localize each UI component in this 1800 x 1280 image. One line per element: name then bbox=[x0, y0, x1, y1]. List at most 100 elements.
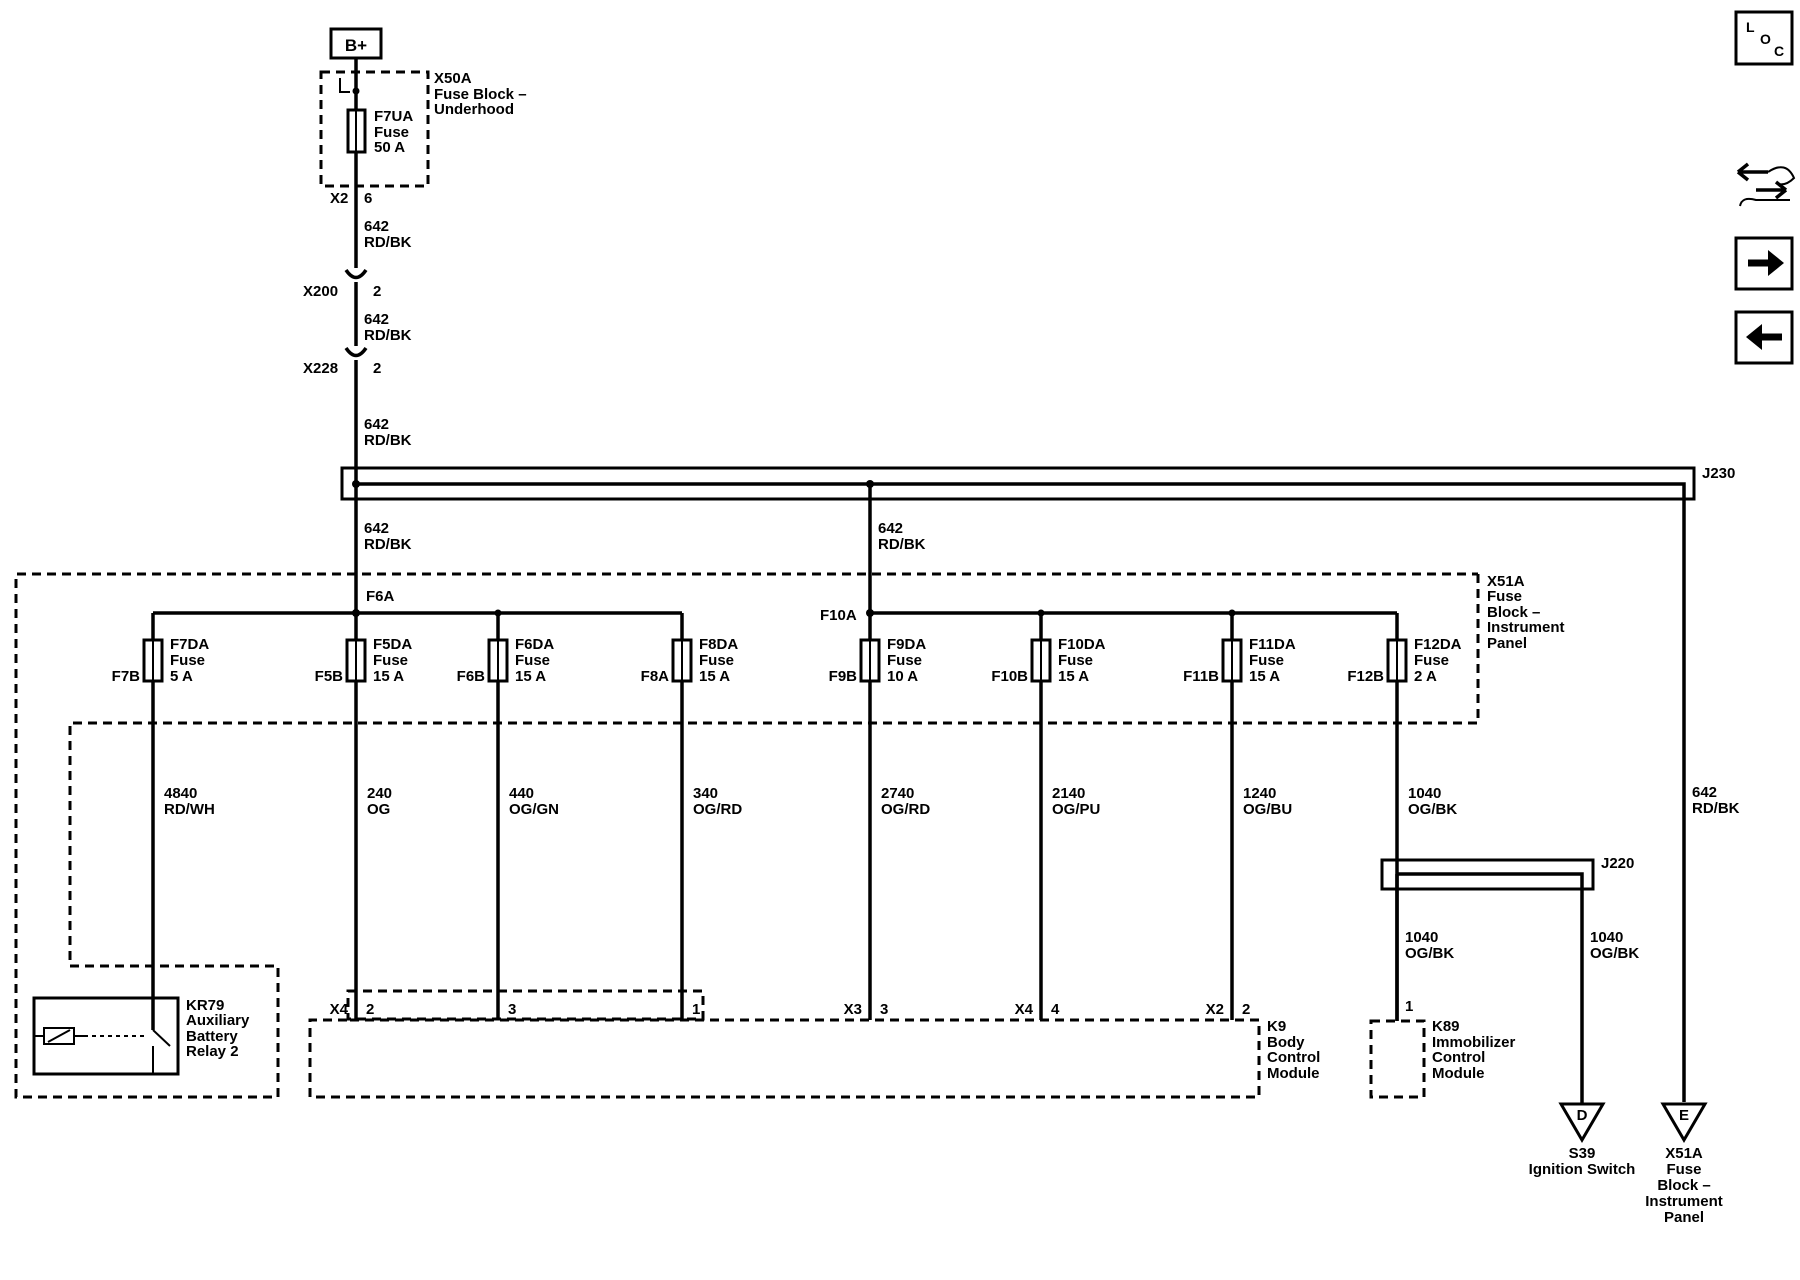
immobilizer-ref: K89 bbox=[1432, 1018, 1460, 1035]
bcm-pin-connector: X3 bbox=[844, 1001, 862, 1018]
j220-wire-2-color: OG/BK bbox=[1590, 945, 1639, 962]
trunk-wire-3-color: RD/BK bbox=[364, 432, 412, 449]
wire-circuit-number: 240 bbox=[367, 785, 392, 802]
fuse-output-terminal: F7B bbox=[112, 668, 141, 685]
fuse-label-line: Fuse bbox=[170, 652, 205, 669]
fuse-label-line: 10 A bbox=[887, 668, 918, 685]
splice-j220: J220 1040 OG/BK 1040 OG/BK bbox=[1380, 855, 1639, 1104]
immobilizer-outline bbox=[1369, 1019, 1426, 1099]
fuse-label-line: 2 A bbox=[1414, 668, 1437, 685]
x200-pin: 2 bbox=[373, 283, 381, 300]
fuse-label-line: 15 A bbox=[1058, 668, 1089, 685]
x228-ref: X228 bbox=[303, 360, 338, 377]
x228-connector-icon bbox=[344, 346, 368, 358]
ip-block-name-2: Block – bbox=[1487, 604, 1540, 621]
wire-circuit-number: 4840 bbox=[164, 785, 197, 802]
trunk-wire-6-circuit: 642 bbox=[1692, 784, 1717, 801]
fuse-label-line: Fuse bbox=[1414, 652, 1449, 669]
underhood-fuse-block-outline bbox=[319, 70, 430, 188]
battery-positive-label: B+ bbox=[345, 36, 367, 55]
offpage-e-ref: X51A bbox=[1665, 1145, 1703, 1162]
fuse-label-line: 5 A bbox=[170, 668, 193, 685]
wire-circuit-number: 2140 bbox=[1052, 785, 1085, 802]
wire-color-code: OG/GN bbox=[509, 801, 559, 818]
offpage-e-triangle-icon[interactable] bbox=[1660, 1102, 1708, 1143]
location-icon-c: C bbox=[1774, 43, 1784, 59]
underhood-name-1: Fuse Block – bbox=[434, 86, 527, 103]
ip-block-name-3: Instrument bbox=[1487, 619, 1565, 636]
bcm-pin: 3 bbox=[508, 1001, 516, 1018]
offpage-d-triangle-icon[interactable] bbox=[1558, 1102, 1606, 1143]
immobilizer-name-3: Module bbox=[1432, 1065, 1485, 1082]
offpage-e-letter: E bbox=[1679, 1107, 1689, 1124]
fuse-label-line: Fuse bbox=[1058, 652, 1093, 669]
splice-j230-outline bbox=[340, 466, 1696, 501]
bcm-pin-number: 1 bbox=[692, 1001, 700, 1018]
x200-ref: X200 bbox=[303, 283, 338, 300]
wire-circuit-number: 440 bbox=[509, 785, 534, 802]
bcm-pin-connector: X2 bbox=[1206, 1001, 1224, 1018]
bcm-pin: X3 3 bbox=[844, 1001, 889, 1018]
power-source: B+ bbox=[329, 27, 383, 70]
bcm-pin: X4 2 bbox=[330, 1001, 375, 1018]
bcm-pin-number: 4 bbox=[1051, 1001, 1060, 1018]
bcm-pin-number: 2 bbox=[1242, 1001, 1250, 1018]
wire-color-code: OG/PU bbox=[1052, 801, 1100, 818]
fuse-label-line: F7DA bbox=[170, 636, 209, 653]
splice-j230-label: J230 bbox=[1702, 465, 1735, 482]
x228-pin: 2 bbox=[373, 360, 381, 377]
relay-kr79: KR79 Auxiliary Battery Relay 2 bbox=[32, 996, 250, 1076]
fuse-label-line: F5DA bbox=[373, 636, 412, 653]
bcm-pin-connector: X4 bbox=[330, 1001, 349, 1018]
offpage-e-name-4: Panel bbox=[1664, 1209, 1704, 1226]
fuse-f7ua-type: Fuse bbox=[374, 124, 409, 141]
fuse-label-line: 15 A bbox=[699, 668, 730, 685]
trunk-wire-5-circuit: 642 bbox=[878, 520, 903, 537]
location-icon[interactable]: L O C bbox=[1734, 10, 1794, 66]
trunk-wire-2-circuit: 642 bbox=[364, 311, 389, 328]
offpage-d[interactable]: D S39 Ignition Switch bbox=[1529, 1102, 1636, 1178]
fuse-label-line: F9DA bbox=[887, 636, 926, 653]
ip-fuse-block-outline bbox=[14, 572, 1480, 1099]
fuse-label-line: Fuse bbox=[699, 652, 734, 669]
splice-j230: J230 642 RD/BK 642 RD/BK 642 RD/BK bbox=[340, 465, 1740, 1102]
fuse-label-line: 15 A bbox=[515, 668, 546, 685]
bcm-pin-number: 3 bbox=[508, 1001, 516, 1018]
fuse-output-terminal: F6B bbox=[457, 668, 486, 685]
bcm-pin-number: 3 bbox=[880, 1001, 888, 1018]
location-icon-o: O bbox=[1760, 31, 1771, 47]
bcm-pin-connector: X4 bbox=[1015, 1001, 1034, 1018]
bcm-pin-group: X4 2 3 1 X3 3 X4 4 X2 2 bbox=[330, 1001, 1251, 1018]
underhood-fuse-block: X50A Fuse Block – Underhood F7UA Fuse 50… bbox=[319, 70, 527, 207]
forward-arrow-icon[interactable] bbox=[1734, 236, 1794, 291]
trunk-wire-3-circuit: 642 bbox=[364, 416, 389, 433]
wire-color-code: OG/RD bbox=[881, 801, 930, 818]
ip-fuse-block: X51A Fuse Block – Instrument Panel F6A F… bbox=[14, 572, 1565, 1099]
back-arrow-icon[interactable] bbox=[1734, 310, 1794, 365]
wire-circuit-number: 1040 bbox=[1408, 785, 1441, 802]
fuse-label-line: F6DA bbox=[515, 636, 554, 653]
wire-color-code: OG/BU bbox=[1243, 801, 1292, 818]
fuse-output-terminal: F9B bbox=[829, 668, 858, 685]
bcm-pin: 1 bbox=[692, 1001, 700, 1018]
fuse-label-line: Fuse bbox=[373, 652, 408, 669]
fuse-output-terminal: F8A bbox=[641, 668, 670, 685]
fuse-label-line: Fuse bbox=[887, 652, 922, 669]
ip-block-name-4: Panel bbox=[1487, 635, 1527, 652]
fuse-label-line: Fuse bbox=[1249, 652, 1284, 669]
immobilizer-k89: 1 K89 Immobilizer Control Module bbox=[1369, 998, 1516, 1099]
ip-block-ref: X51A bbox=[1487, 573, 1525, 590]
fuse-output-terminal: F11B bbox=[1183, 668, 1219, 685]
connector-view-icon[interactable] bbox=[1736, 162, 1796, 207]
j220-wire-1-color: OG/BK bbox=[1405, 945, 1454, 962]
offpage-e[interactable]: E X51A Fuse Block – Instrument Panel bbox=[1645, 1102, 1723, 1226]
fuse-f7ua-rating: 50 A bbox=[374, 139, 405, 156]
bcm-pin-number: 2 bbox=[366, 1001, 374, 1018]
j220-wire-1-circuit: 1040 bbox=[1405, 929, 1438, 946]
